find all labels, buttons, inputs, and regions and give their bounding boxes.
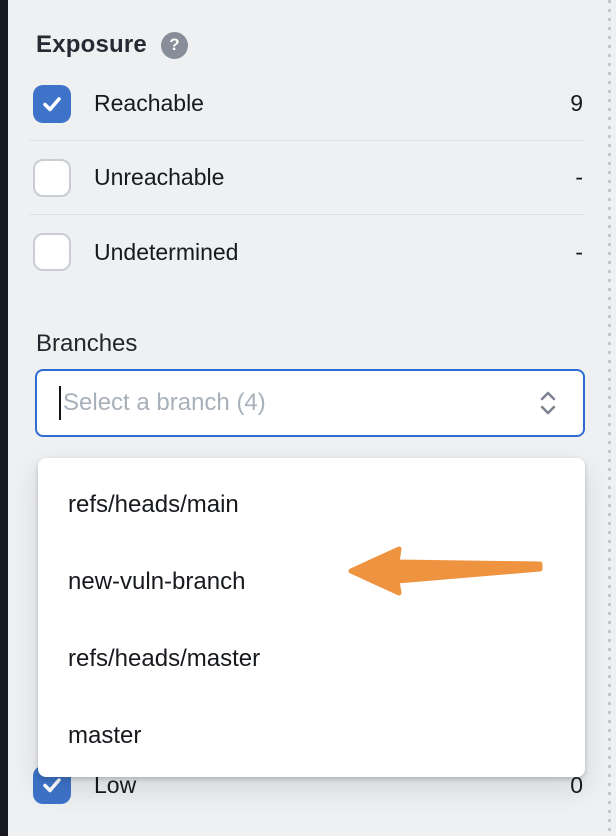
help-icon[interactable]: ?: [160, 31, 188, 59]
checkbox-unchecked-icon[interactable]: [33, 158, 71, 197]
filters-content: Exposure ? Reachable 9 Unreachable -: [8, 0, 610, 836]
filter-row-unreachable[interactable]: Unreachable -: [30, 141, 585, 215]
branch-option[interactable]: new-vuln-branch: [68, 567, 246, 595]
filter-label: Undetermined: [94, 238, 239, 265]
checkbox-unchecked-icon[interactable]: [33, 233, 71, 271]
filter-count: 9: [570, 90, 583, 116]
exposure-filter-list: Reachable 9 Unreachable - Undetermined -: [30, 67, 585, 289]
filter-label: Reachable: [94, 90, 204, 116]
select-chevrons-icon[interactable]: [537, 388, 559, 418]
filter-count: -: [575, 164, 583, 190]
exposure-heading: Exposure: [36, 31, 147, 58]
branch-input-placeholder: Select a branch (4): [63, 389, 266, 416]
filter-row-reachable[interactable]: Reachable 9: [30, 67, 585, 141]
panel-resize-handle[interactable]: [608, 0, 611, 836]
filter-count: 0: [570, 771, 583, 798]
checkbox-checked-icon[interactable]: [33, 84, 71, 123]
branch-option[interactable]: refs/heads/main: [68, 490, 239, 518]
branches-heading: Branches: [36, 330, 138, 357]
branch-option[interactable]: master: [68, 721, 142, 749]
filter-label: Unreachable: [94, 164, 225, 190]
branch-dropdown-menu: refs/heads/main new-vuln-branch refs/hea…: [38, 458, 585, 777]
branch-option[interactable]: refs/heads/master: [68, 644, 261, 672]
text-cursor: [59, 386, 61, 420]
filter-row-undetermined[interactable]: Undetermined -: [30, 215, 585, 289]
checkmark-icon: [43, 96, 61, 111]
branch-select-input[interactable]: Select a branch (4): [35, 369, 585, 437]
checkmark-icon: [43, 778, 61, 793]
filter-count: -: [575, 238, 583, 265]
left-edge-strip: [0, 0, 8, 836]
exposure-section-header: Exposure ?: [36, 31, 188, 59]
